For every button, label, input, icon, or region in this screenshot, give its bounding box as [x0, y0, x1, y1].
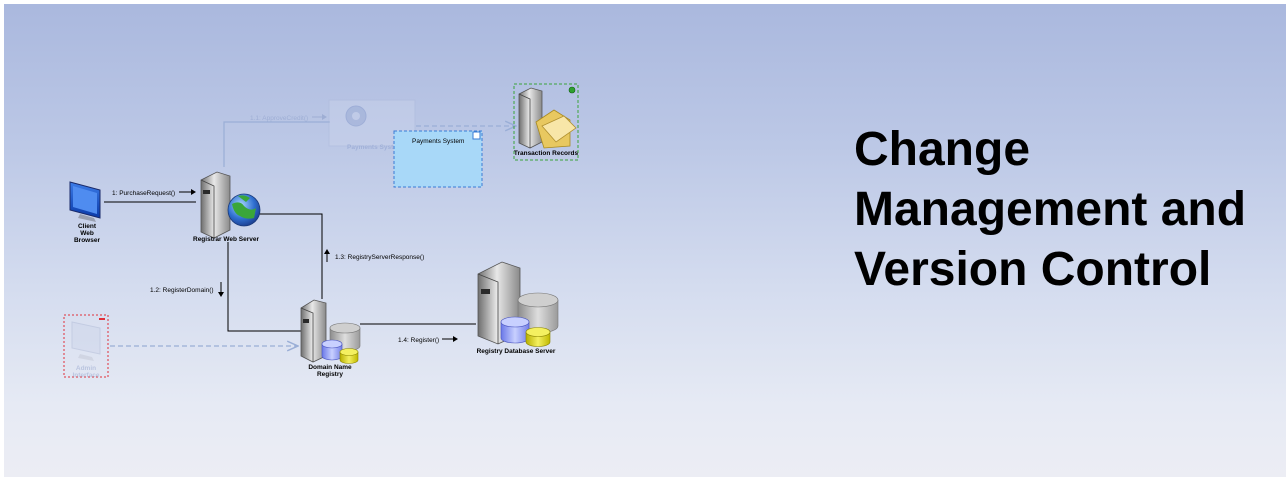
- node-label: Registrar Web Server: [193, 236, 259, 243]
- status-marker: [99, 318, 105, 320]
- node-transaction-records[interactable]: Transaction Records: [513, 83, 579, 161]
- message-m12: 1.2: RegisterDomain(): [150, 282, 224, 297]
- message-arrowhead: [191, 189, 196, 195]
- link-registrar-payments: [223, 121, 330, 167]
- node-registrar-web-server[interactable]: Registrar Web Server: [193, 171, 261, 243]
- node-label: Registry: [317, 371, 343, 378]
- node-admin-interface[interactable]: Admin Interface: [63, 314, 109, 379]
- folder-icon: [535, 109, 577, 149]
- gear-icon: [345, 105, 367, 127]
- message-label: 1.3: RegistryServerResponse(): [335, 254, 424, 261]
- node-label: Admin: [76, 365, 96, 372]
- title-line: Version Control: [854, 243, 1212, 296]
- monitor-icon: [71, 321, 101, 361]
- component-icon: [472, 131, 481, 140]
- link-registrar-domain-right: [254, 213, 323, 299]
- database-icon: [321, 322, 361, 364]
- node-label: Client: [78, 223, 97, 230]
- message-arrowhead: [322, 114, 327, 120]
- slide: 1: PurchaseRequest() 1.1: ApproveCredit(…: [4, 4, 1286, 477]
- node-label: Domain Name: [308, 364, 352, 371]
- collaboration-diagram: 1: PurchaseRequest() 1.1: ApproveCredit(…: [63, 83, 579, 379]
- slide-title: Change Management and Version Control: [854, 120, 1286, 300]
- node-label: Registry Database Server: [477, 348, 556, 355]
- connectors: [104, 122, 516, 346]
- message-m13: 1.3: RegistryServerResponse(): [324, 249, 424, 262]
- link-registrar-domain-left: [227, 242, 302, 332]
- node-label: Interface: [72, 372, 99, 379]
- title-line: Management and: [854, 183, 1247, 236]
- server-icon: [300, 299, 327, 363]
- message-label: 1: PurchaseRequest(): [112, 190, 175, 197]
- message-m11: 1.1: ApproveCredit(): [250, 114, 327, 122]
- node-label: Web: [80, 230, 94, 237]
- node-domain-name-registry[interactable]: Domain Name Registry: [300, 299, 361, 378]
- message-label: 1.2: RegisterDomain(): [150, 287, 214, 294]
- node-label: Payments System: [412, 138, 464, 145]
- message-label: 1.4: Register(): [398, 337, 439, 344]
- message-m14: 1.4: Register(): [398, 336, 458, 344]
- node-client-web-browser[interactable]: Client Web Browser: [69, 181, 101, 244]
- message-m1: 1: PurchaseRequest(): [112, 189, 196, 197]
- node-label: Payments System: [347, 144, 403, 151]
- node-registry-database-server[interactable]: Registry Database Server: [477, 261, 559, 355]
- node-label: Transaction Records: [514, 150, 579, 157]
- title-line: Change: [854, 123, 1031, 176]
- database-icon: [500, 292, 559, 347]
- node-payments-system[interactable]: Payments System: [393, 130, 483, 188]
- message-arrowhead: [324, 249, 330, 254]
- message-arrowhead: [218, 292, 224, 297]
- server-icon: [518, 87, 543, 149]
- message-arrowhead: [453, 336, 458, 342]
- server-icon: [200, 171, 231, 239]
- globe-icon: [227, 193, 261, 227]
- monitor-icon: [69, 181, 101, 222]
- node-label: Browser: [74, 237, 100, 244]
- message-label: 1.1: ApproveCredit(): [250, 115, 308, 122]
- status-dot: [568, 86, 576, 94]
